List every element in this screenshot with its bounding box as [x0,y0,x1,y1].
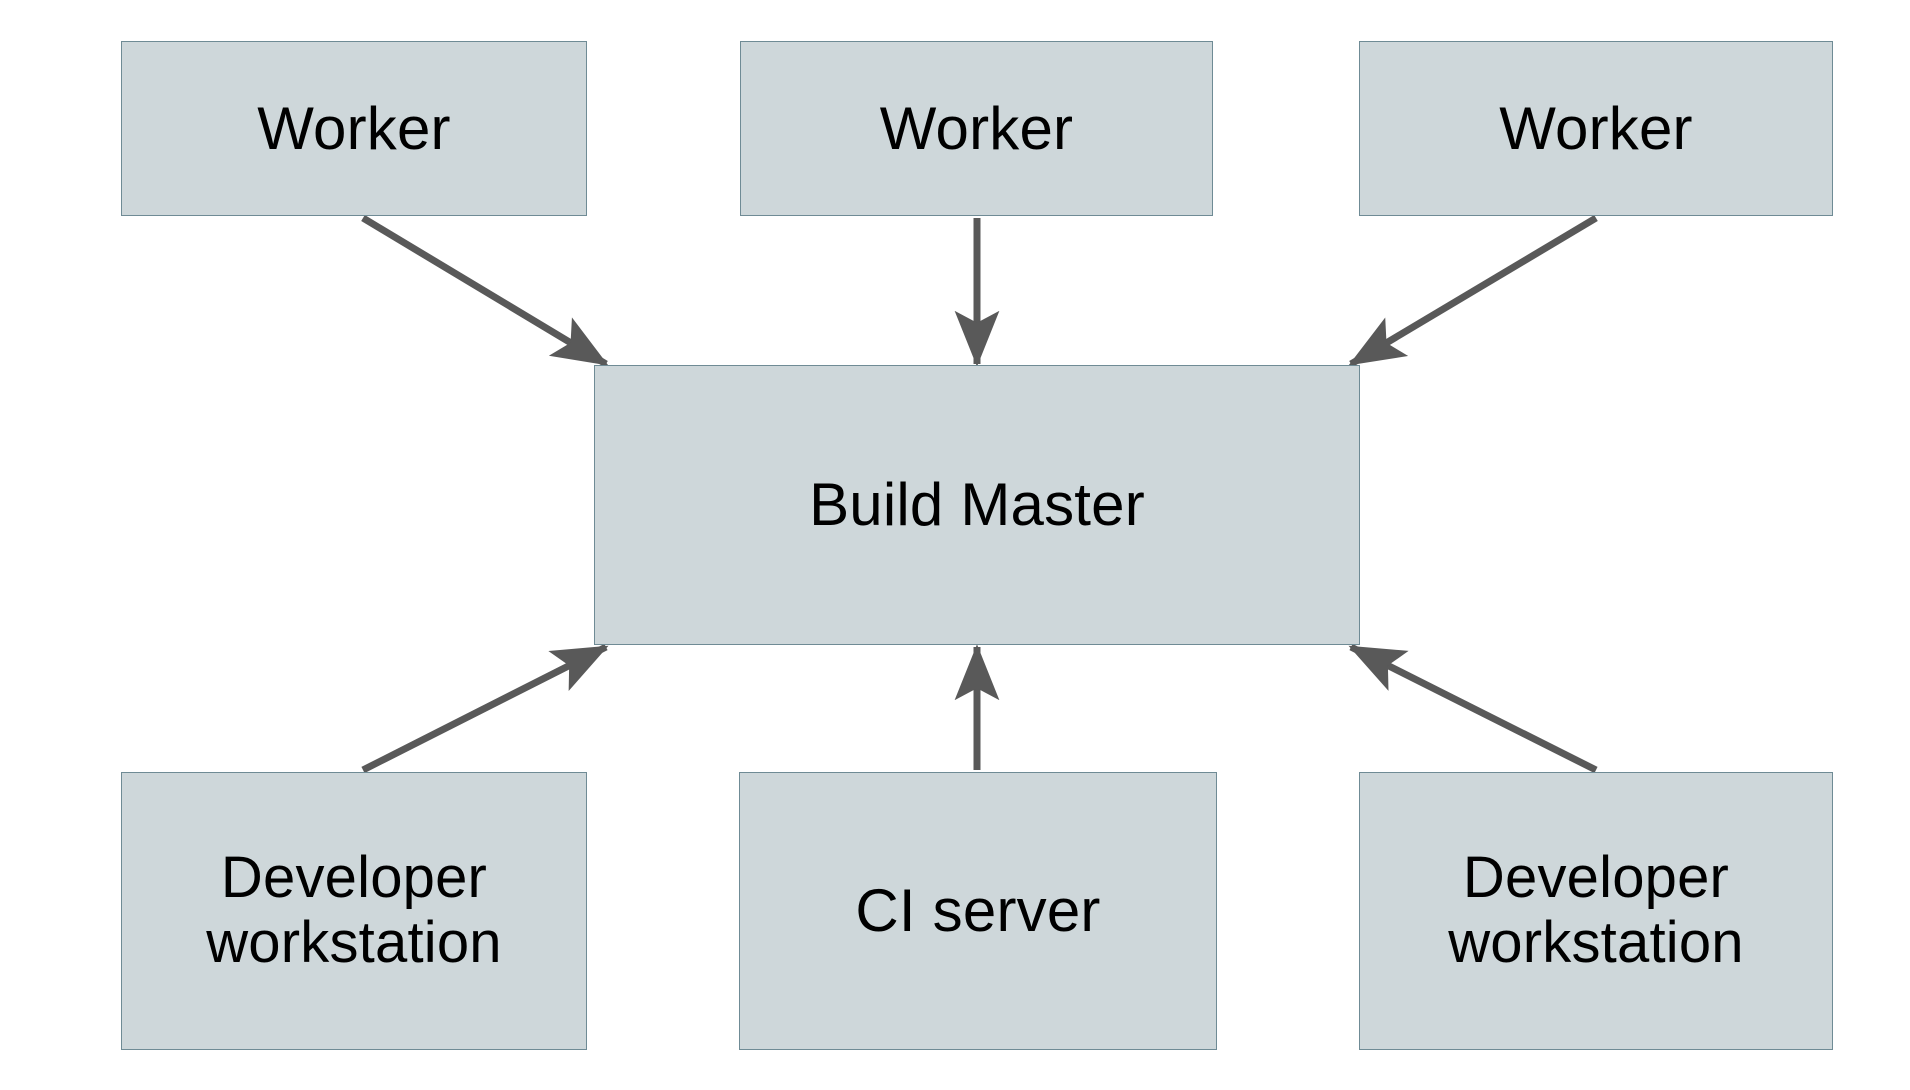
node-ci-server[interactable]: CI server [739,772,1217,1050]
node-label: Worker [257,94,451,162]
node-label: Worker [879,94,1074,162]
node-label: Build Master [809,471,1145,539]
node-label: CI server [855,877,1101,945]
edge-worker-3-to-build-master [1348,214,1598,368]
node-label: Developer workstation [1448,845,1744,975]
node-build-master[interactable]: Build Master [594,365,1360,645]
edge-developer-workstation-2-to-build-master [1348,643,1598,774]
node-worker-2[interactable]: Worker [740,41,1213,216]
node-developer-workstation-2[interactable]: Developer workstation [1359,772,1833,1050]
edge-worker-1-to-build-master [361,214,609,368]
edge-developer-workstation-1-to-build-master [361,643,609,774]
node-worker-3[interactable]: Worker [1359,41,1833,216]
node-label: Developer workstation [206,845,502,975]
node-worker-1[interactable]: Worker [121,41,587,216]
node-label: Worker [1499,94,1693,162]
node-developer-workstation-1[interactable]: Developer workstation [121,772,587,1050]
